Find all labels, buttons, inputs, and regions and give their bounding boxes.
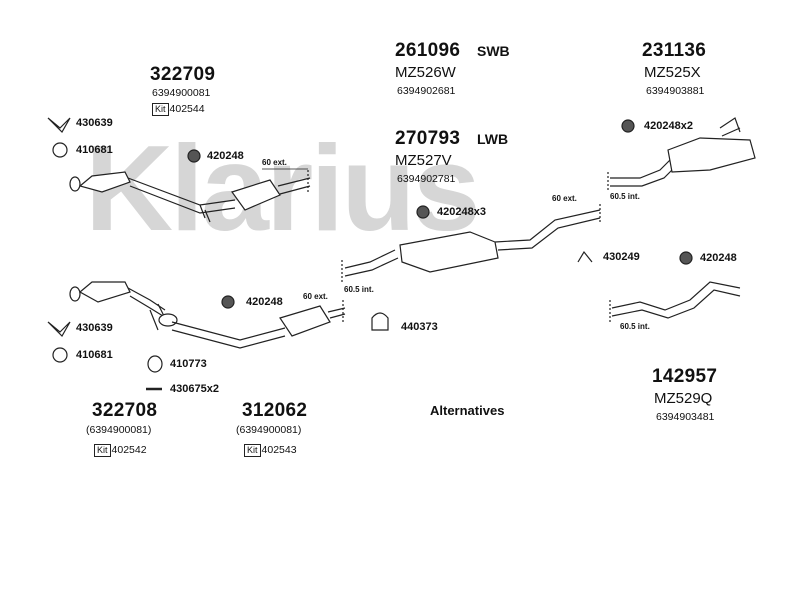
ref-number: (6394900081)	[86, 424, 152, 436]
clamp-icon	[47, 321, 71, 337]
fitting-430249: 430249	[603, 251, 640, 263]
mount-icon	[371, 312, 389, 331]
ext-label: 60 ext.	[303, 292, 328, 301]
ring-icon	[52, 347, 68, 363]
int-label: 60.5 int.	[610, 192, 640, 201]
fitting-430639: 430639	[76, 117, 113, 129]
part-number-261096: 261096	[395, 40, 461, 61]
model-code: MZ526W	[395, 64, 456, 81]
variant-lwb: LWB	[477, 131, 509, 147]
model-code: MZ527V	[395, 152, 452, 169]
fitting-430675x2: 430675x2	[170, 383, 219, 395]
variant-swb: SWB	[477, 43, 510, 59]
ext-label: 60 ext.	[262, 158, 287, 167]
model-code: MZ525X	[644, 64, 701, 81]
part-number-231136: 231136	[642, 40, 707, 61]
watermark-logo: Klarius	[85, 120, 481, 256]
ref-number: 6394903881	[646, 85, 705, 97]
part-number-322708: 322708	[92, 400, 158, 421]
front-pipe-lower	[69, 281, 346, 349]
fitting-420248: 420248	[700, 252, 737, 264]
int-label: 60.5 int.	[344, 285, 374, 294]
fitting-420248x2: 420248x2	[644, 120, 693, 132]
rear-silencer	[607, 117, 756, 192]
clamp-icon	[47, 117, 71, 133]
ref-number: 6394902781	[397, 173, 456, 185]
ext-label: 60 ext.	[552, 194, 577, 203]
fitting-410681: 410681	[76, 349, 113, 361]
fitting-420248: 420248	[207, 150, 244, 162]
part-number-322709: 322709	[150, 64, 216, 85]
alternatives-heading: Alternatives	[430, 403, 505, 418]
part-number-270793: 270793	[395, 128, 461, 149]
part-number-312062: 312062	[242, 400, 308, 421]
nut-icon	[416, 205, 430, 219]
fitting-420248x3: 420248x3	[437, 206, 486, 218]
ref-number: 6394903481	[656, 411, 715, 423]
ref-number: 6394902681	[397, 85, 456, 97]
hanger-icon	[577, 250, 593, 263]
ref-number: 6394900081	[152, 87, 211, 99]
nut-icon	[679, 251, 693, 265]
model-code: MZ529Q	[654, 390, 713, 407]
center-silencer	[341, 204, 601, 282]
nut-icon	[621, 119, 635, 133]
ring-icon	[52, 142, 68, 158]
front-pipe-upper	[69, 168, 311, 223]
alternative-rear-pipe	[609, 281, 741, 322]
fitting-410773: 410773	[170, 358, 207, 370]
fitting-420248: 420248	[246, 296, 283, 308]
nut-icon	[221, 295, 235, 309]
part-number-142957: 142957	[652, 366, 718, 387]
fitting-430639: 430639	[76, 322, 113, 334]
ref-number: (6394900081)	[236, 424, 302, 436]
fitting-440373: 440373	[401, 321, 438, 333]
int-label: 60.5 int.	[620, 322, 650, 331]
nut-icon	[187, 149, 201, 163]
gasket-icon	[147, 355, 163, 373]
fitting-410681: 410681	[76, 144, 113, 156]
